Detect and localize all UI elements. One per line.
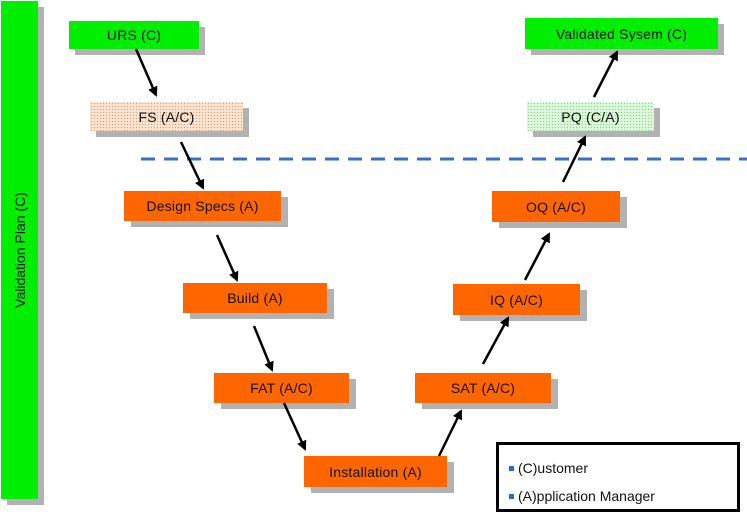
stage-oq-label: OQ (A/C) <box>526 198 586 215</box>
arrow-iq-to-oq <box>523 232 551 281</box>
stage-validated-system-label: Validated Sysem (C) <box>555 25 688 42</box>
stage-validated-system: Validated Sysem (C) <box>525 18 718 49</box>
arrow-design-specs-to-build <box>215 234 239 282</box>
stage-pq-label: PQ (C/A) <box>561 108 620 125</box>
stage-oq: OQ (A/C) <box>492 191 620 222</box>
stage-sat: SAT (A/C) <box>415 373 551 403</box>
arrow-oq-to-pq <box>561 135 587 183</box>
stage-build-label: Build (A) <box>227 290 283 306</box>
stage-fat-label: FAT (A/C) <box>250 380 313 396</box>
legend-item-customer: (C)ustomer <box>509 460 588 476</box>
arrow-sat-to-iq <box>481 316 510 365</box>
arrow-pq-to-validated-system <box>592 50 619 98</box>
arrow-build-to-fat <box>252 325 274 372</box>
stage-fs-label: FS (A/C) <box>138 108 195 125</box>
bullet-icon <box>509 465 514 471</box>
legend-item-application-manager: (A)pplication Manager <box>509 488 655 504</box>
stage-iq: IQ (A/C) <box>453 284 580 315</box>
stage-fs: FS (A/C) <box>90 102 243 131</box>
stage-fat: FAT (A/C) <box>214 373 349 403</box>
arrow-installation-to-sat <box>437 409 463 457</box>
stage-build: Build (A) <box>183 283 327 313</box>
stage-urs-label: URS (C) <box>106 27 162 43</box>
arrow-urs-to-fs <box>134 48 158 97</box>
stage-design-specs-label: Design Specs (A) <box>146 198 259 214</box>
stage-iq-label: IQ (A/C) <box>490 291 543 308</box>
legend-item-customer-label: (C)ustomer <box>518 460 589 476</box>
arrow-fat-to-installation <box>282 402 307 451</box>
stage-installation: Installation (A) <box>304 456 447 487</box>
stage-sat-label: SAT (A/C) <box>450 380 516 396</box>
stage-urs: URS (C) <box>69 21 199 49</box>
stage-pq: PQ (C/A) <box>527 102 654 131</box>
stage-installation-label: Installation (A) <box>329 463 422 480</box>
bullet-icon <box>509 493 514 499</box>
validation-plan-bar: Validation Plan (C) <box>1 1 38 499</box>
legend-item-application-manager-label: (A)pplication Manager <box>518 488 655 504</box>
stage-design-specs: Design Specs (A) <box>124 191 281 221</box>
arrow-fs-to-design-specs <box>179 141 205 190</box>
legend-box: (C)ustomer (A)pplication Manager <box>496 442 740 512</box>
